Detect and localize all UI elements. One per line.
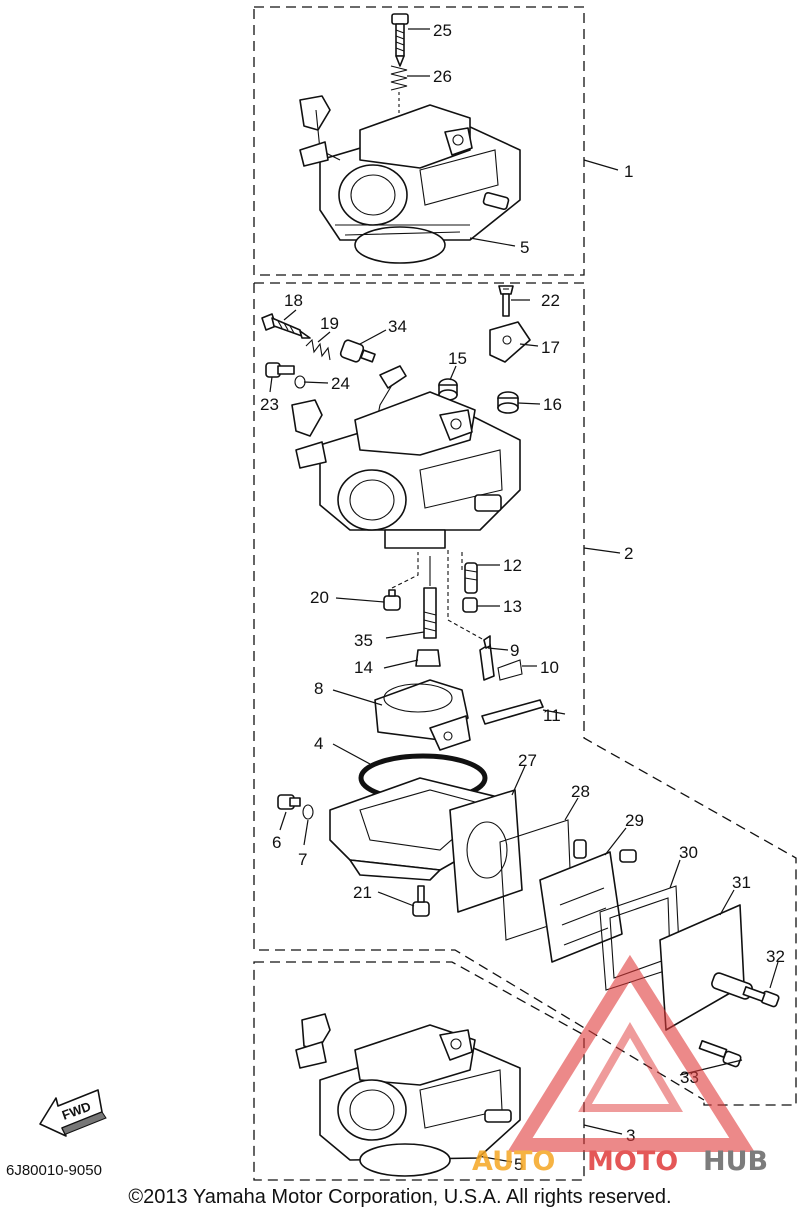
callout-26: 26 [433,67,452,86]
callout-9: 9 [510,641,519,660]
watermark-word-hub: HUB [703,1146,768,1177]
leader-lines [269,28,779,1163]
callout-24: 24 [331,374,350,393]
callout-16: 16 [543,395,562,414]
callout-labels: 25 26 1 5 18 19 34 22 17 15 24 23 16 2 1… [260,21,785,1174]
callout-8: 8 [314,679,323,698]
group-box-carburetor-1 [253,6,585,276]
callout-10: 10 [540,658,559,677]
callout-27: 27 [518,751,537,770]
callout-14: 14 [354,658,373,677]
carburetor-assembly-3 [295,1013,521,1177]
callout-4: 4 [314,734,323,753]
callout-5-top: 5 [520,238,529,257]
fwd-arrow: FWD [39,1089,107,1137]
callout-18: 18 [284,291,303,310]
callout-28: 28 [571,782,590,801]
callout-29: 29 [625,811,644,830]
callout-2: 2 [624,544,633,563]
group-box-carburetor-2 [254,282,797,1106]
callout-17: 17 [541,338,560,357]
watermark-word-moto: MOTO [587,1146,678,1177]
watermark-triangle-icon [507,954,755,1152]
callout-5-bottom: 5 [514,1155,523,1174]
callout-19: 19 [320,314,339,333]
watermark-word-auto: AUTO [472,1146,555,1177]
callout-34: 34 [388,317,407,336]
callout-15: 15 [448,349,467,368]
callout-31: 31 [732,873,751,892]
callout-11: 11 [543,706,561,725]
callout-3: 3 [626,1126,635,1145]
callout-22: 22 [541,291,560,310]
copyright-notice: ©2013 Yamaha Motor Corporation, U.S.A. A… [128,1186,672,1208]
callout-13: 13 [503,597,522,616]
carburetor-assembly-1 [299,13,521,264]
callout-20: 20 [310,588,329,607]
callout-7: 7 [298,850,307,869]
callout-25: 25 [433,21,452,40]
callout-32: 32 [766,947,785,966]
part-code: 6J80010-9050 [6,1162,102,1179]
callout-30: 30 [679,843,698,862]
group-box-carburetor-2-lower [253,283,705,1101]
callout-23: 23 [260,395,279,414]
callout-35: 35 [354,631,373,650]
callout-12: 12 [503,556,522,575]
callout-1: 1 [624,162,633,181]
carburetor-assembly-2 [261,285,780,1068]
callout-6: 6 [272,833,281,852]
automotohub-watermark: AUTO MOTO HUB [472,954,768,1177]
callout-21: 21 [353,883,372,902]
